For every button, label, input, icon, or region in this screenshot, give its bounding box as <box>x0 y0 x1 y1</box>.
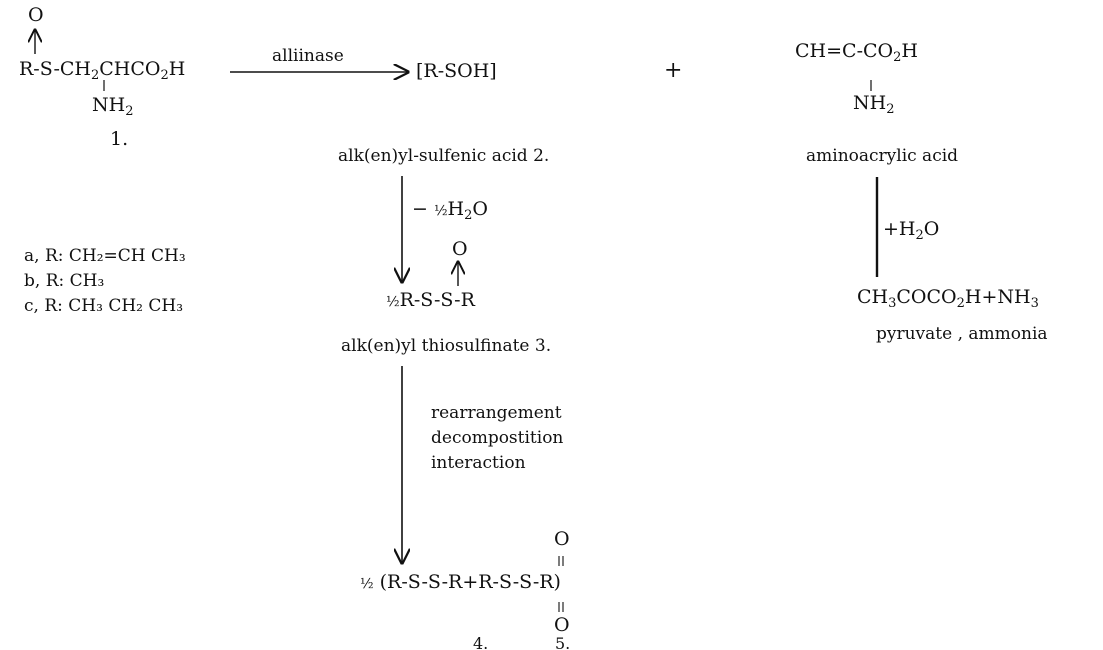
compound1-formula: R-S-CH2CHCO2H <box>19 58 186 83</box>
pyruvate-h-nh: H+NH <box>964 286 1031 308</box>
r-group-b-key: b, R: <box>24 271 65 291</box>
final-half: ½ <box>360 576 374 592</box>
final-oxygen-top: O <box>554 528 570 550</box>
thiosulfinate-rssr: R-S-S-R <box>399 289 475 311</box>
water-loss-half: ½ <box>433 203 448 219</box>
compound1-nh-sub: 2 <box>125 104 134 119</box>
compound1-h: H <box>168 58 186 80</box>
compound1-ch: CH <box>59 58 91 80</box>
water-gain-sub: 2 <box>915 228 924 243</box>
process-decomposition: decompostition <box>431 428 564 448</box>
pyruvate-sub3: 3 <box>888 296 897 311</box>
water-gain-label: +H2O <box>883 218 940 243</box>
final-formula-text: (R-S-S-R+R-S-S-R) <box>379 571 561 593</box>
compound1-amine: NH2 <box>92 94 133 119</box>
compound1-label: 1. <box>110 128 129 150</box>
aminoacrylic-formula-a: CH=C-CO <box>795 40 894 62</box>
water-loss-label: − ½H2O <box>412 198 488 223</box>
compound1-nh: NH <box>92 94 126 116</box>
r-group-c-key: c, R: <box>24 296 63 316</box>
plus-sign: + <box>664 58 683 83</box>
compound1-sub2: 2 <box>90 68 100 83</box>
aminoacrylic-nh: NH <box>853 92 887 114</box>
pyruvate-ammonia-formula: CH3COCO2H+NH3 <box>857 286 1039 311</box>
water-gain-o: O <box>923 218 940 240</box>
aminoacrylic-formula-b: H <box>901 40 918 62</box>
aminoacrylic-formula: CH=C-CO2H <box>795 40 918 65</box>
water-loss-h: H <box>447 198 465 220</box>
aminoacrylic-label: aminoacrylic acid <box>806 146 959 166</box>
pyruvate-coco: COCO <box>896 286 957 308</box>
water-loss-o: O <box>472 198 488 220</box>
compound1-rs: R-S- <box>19 58 60 80</box>
aminoacrylic-amine: NH2 <box>853 92 894 117</box>
sulfenic-acid-formula: [R-SOH] <box>416 60 497 82</box>
r-group-b-value: CH₃ <box>69 271 105 291</box>
thiosulfinate-formula: ½R-S-S-R <box>386 291 475 310</box>
final-oxygen-bottom: O <box>554 614 570 636</box>
aminoacrylic-sub2: 2 <box>893 50 902 65</box>
ammonia-sub3: 3 <box>1030 296 1039 311</box>
r-group-a-key: a, R: <box>24 246 64 266</box>
r-group-a: a, R: CH₂=CH CH₃ <box>24 248 186 265</box>
process-interaction: interaction <box>431 453 526 473</box>
aminoacrylic-nh-sub: 2 <box>886 102 895 117</box>
compound1-oxygen: O <box>28 4 44 26</box>
thiosulfinate-oxygen: O <box>452 238 468 260</box>
thiosulfinate-half: ½ <box>386 294 400 310</box>
sulfenic-acid-label: alk(en)yl-sulfenic acid 2. <box>338 146 550 166</box>
final-products-formula: ½ (R-S-S-R+R-S-S-R) <box>360 573 561 592</box>
process-rearrangement: rearrangement <box>431 403 562 423</box>
pyruvate-sub2: 2 <box>956 296 965 311</box>
water-gain-plus-h: +H <box>883 218 916 240</box>
r-group-c: c, R: CH₃ CH₂ CH₃ <box>24 298 183 315</box>
product-4-label: 4. <box>473 634 489 650</box>
pyruvate-ch: CH <box>857 286 889 308</box>
r-group-a-value: CH₂=CH CH₃ <box>68 246 186 266</box>
enzyme-label: alliinase <box>272 46 344 66</box>
water-loss-sub: 2 <box>464 208 473 223</box>
product-5-label: 5. <box>555 634 571 650</box>
thiosulfinate-label: alk(en)yl thiosulfinate 3. <box>341 336 552 356</box>
pyruvate-ammonia-labels: pyruvate , ammonia <box>876 324 1048 344</box>
water-loss-minus: − <box>412 198 428 220</box>
compound1-chco: CHCO <box>99 58 161 80</box>
r-group-c-value: CH₃ CH₂ CH₃ <box>68 296 184 316</box>
compound1-sub2b: 2 <box>160 68 169 83</box>
r-group-b: b, R: CH₃ <box>24 273 104 290</box>
